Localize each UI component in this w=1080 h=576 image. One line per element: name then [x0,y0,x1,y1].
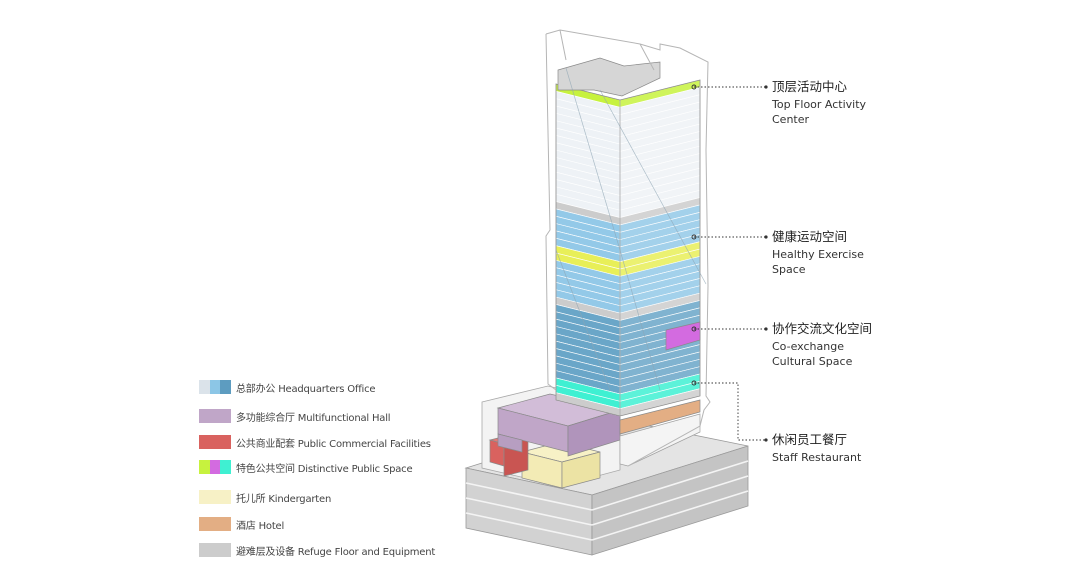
swatch-color [199,380,210,394]
multifunction-steps [497,433,523,453]
callout-zh: 顶层活动中心 [772,79,848,94]
swatch-color [199,409,231,423]
legend-label: 总部办公 Headquarters Office [236,383,376,395]
legend-label: 酒店 Hotel [236,520,285,532]
legend-label: 多功能综合厅 Multifunctional Hall [236,412,391,424]
leader-end-cultural [764,327,768,331]
legend-item-distinctive-public-space: 特色公共空间 Distinctive Public Space [199,458,413,476]
legend-swatch [199,460,232,474]
swatch-color [199,460,210,474]
callout-top-floor-activity: 顶层活动中心 Top Floor Activity Center [772,79,882,127]
legend-swatch [199,490,231,504]
legend-item-kindergarten: 托儿所 Kindergarten [199,488,331,506]
swatch-color [209,460,221,474]
swatch-color [199,543,231,557]
legend-swatch [199,543,231,557]
leader-end-top-floor [764,85,768,89]
legend-item-public-commercial: 公共商业配套 Public Commercial Facilities [199,433,431,451]
callout-en: Top Floor Activity Center [772,98,867,126]
plinth-layer-lines [465,460,749,541]
legend-swatch [199,517,231,531]
legend-swatch [199,409,231,423]
swatch-color [220,460,232,474]
callout-zh: 协作交流文化空间 [772,321,873,336]
callout-zh: 休闲员工餐厅 [772,432,848,447]
callout-zh: 健康运动空间 [772,229,848,244]
tower-diagonal-brace [555,67,707,391]
leader-dot-restaurant [691,380,697,386]
callout-en: Staff Restaurant [772,451,862,464]
cultural-space-box [665,321,701,351]
restaurant-lower-podium [619,413,701,467]
legend-item-hotel: 酒店 Hotel [199,515,284,533]
legend-label: 托儿所 Kindergarten [236,493,332,505]
legend-label: 特色公共空间 Distinctive Public Space [236,463,413,475]
leader-dot-top-floor [691,84,697,90]
top-activity-roof [557,57,661,97]
legend-swatch [199,380,232,394]
tower [545,29,711,467]
swatch-color [199,435,231,449]
callout-healthy-exercise: 健康运动空间 Healthy Exercise Space [772,229,882,277]
leader-dot-exercise [691,234,697,240]
leader-end-exercise [764,235,768,239]
swatch-color [199,517,231,531]
tower-floor-bands [555,79,701,417]
callout-leader-lines [691,84,768,442]
swatch-color [220,380,232,394]
callout-en: Healthy Exercise Space [772,248,864,276]
legend-label: 避难层及设备 Refuge Floor and Equipment [236,546,436,558]
kindergarten-block-right [561,451,601,489]
leader-dot-cultural [691,326,697,332]
tower-glass-envelope [545,29,711,467]
legend-label: 公共商业配套 Public Commercial Facilities [236,438,431,450]
callout-en: Co-exchange Cultural Space [772,340,853,368]
swatch-color [209,380,221,394]
legend-item-refuge-floor: 避难层及设备 Refuge Floor and Equipment [199,541,435,559]
callout-staff-restaurant: 休闲员工餐厅 Staff Restaurant [772,432,882,465]
callout-co-exchange-cultural: 协作交流文化空间 Co-exchange Cultural Space [772,321,882,369]
leader-end-restaurant [764,438,768,442]
legend-item-multifunctional-hall: 多功能综合厅 Multifunctional Hall [199,407,391,425]
legend-swatch [199,435,231,449]
podium [481,385,622,489]
legend-item-headquarters-office: 总部办公 Headquarters Office [199,378,376,396]
leader-restaurant [694,382,766,441]
swatch-color [199,490,231,504]
hotel-band-podium [619,399,701,435]
